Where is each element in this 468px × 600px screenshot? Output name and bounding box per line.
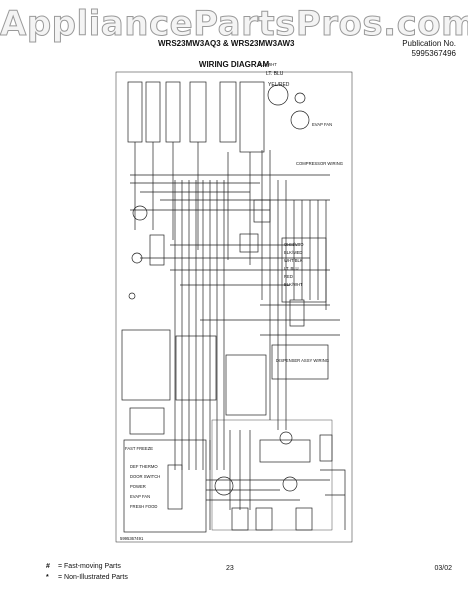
compressor-wiring-label: COMPRESSOR WIRING (296, 161, 343, 166)
board-terminal-strip (167, 464, 183, 510)
dispenser-assy-box (271, 344, 329, 380)
defrost-heater-symbol (132, 205, 148, 221)
fast-moving-label: = Fast-moving Parts (58, 563, 121, 570)
wire-label-lt-blu: LT. BLU (266, 71, 284, 77)
wire-label-red: RED (284, 274, 293, 279)
page-number: 23 (226, 565, 234, 572)
component-box-1 (127, 81, 143, 143)
board-label-fresh-food: FRESH FOOD (130, 504, 157, 509)
bottom-component-3 (295, 507, 313, 531)
publication-label: Publication No. (402, 39, 456, 48)
connector-block-left-small (129, 407, 165, 435)
bottom-motor (214, 476, 234, 496)
motor-symbol (294, 92, 306, 104)
control-board (123, 439, 207, 533)
fan-motor (290, 110, 310, 130)
component-box-5 (219, 81, 237, 143)
publication-info: Publication No. 5995367496 (402, 39, 456, 59)
timer-symbol (131, 252, 143, 264)
board-label-door-switch: DOOR SWITCH (130, 474, 160, 479)
board-label-evap-fan: EVAP FAN (130, 494, 150, 499)
dispenser-assy-label: DISPENSER ASSY WIRING (276, 358, 329, 363)
legend-fast-moving: # = Fast-moving Parts (46, 563, 121, 570)
bottom-component-1 (231, 507, 249, 531)
right-relay (319, 434, 333, 462)
component-box-6 (239, 81, 265, 153)
lamp-symbol (267, 84, 289, 106)
wire-label-yel-red: YEL/RED (268, 82, 290, 88)
non-illustrated-mark: * (46, 574, 49, 581)
publication-number: 5995367496 (411, 49, 457, 58)
dispenser-switch-box (259, 439, 311, 463)
watermark-logo: AppliancePartsPros.com (0, 4, 468, 45)
diagram-frame (115, 71, 353, 543)
wire-label-blk-med: BLK/MED (284, 250, 302, 255)
component-box-4 (189, 81, 207, 143)
compressor-box (253, 199, 271, 223)
wire-label-wht-blk: WHT/BLK (284, 258, 303, 263)
board-label-power: POWER (130, 484, 146, 489)
wiring-diagram: LT. BLU YEL/RED BLU/WHT FAST FREEZE DEF … (115, 62, 353, 543)
evap-fan-label: EVAP FAN (312, 122, 332, 127)
wire-label-ohm: OHM/VTO (284, 242, 304, 247)
switch-box (149, 234, 165, 266)
publication-date: 03/02 (434, 565, 452, 572)
wire-label-blu-wht: BLU/WHT (258, 62, 277, 67)
fast-moving-mark: # (46, 563, 50, 570)
relay-box (239, 233, 259, 253)
connector-block-mid (175, 335, 217, 401)
bottom-component-2 (255, 507, 273, 531)
model-numbers: WRS23MW3AQ3 & WRS23MW3AW3 (158, 39, 295, 48)
connector-block-left (121, 329, 171, 401)
wire-label-lt-blu-2: LT. BLU (284, 266, 299, 271)
board-label-fast-freeze: FAST FREEZE (125, 446, 153, 451)
component-box-2 (145, 81, 161, 143)
component-box-3 (165, 81, 181, 143)
thermostat-symbol (128, 292, 136, 300)
fan-symbol (282, 476, 298, 492)
diagram-part-number: 5995367491 (120, 536, 144, 541)
board-label-def-thermo: DEF THERMO (130, 464, 158, 469)
connector-block-label (225, 354, 267, 416)
small-relay (289, 299, 305, 327)
legend-non-illustrated: * = Non-Illustrated Parts (46, 574, 128, 581)
wire-label-blk-wht: BLK/WHT (284, 282, 303, 287)
diagram-title: WIRING DIAGRAM (198, 60, 270, 69)
non-illustrated-label: = Non-Illustrated Parts (58, 574, 128, 581)
light-symbol (279, 431, 293, 445)
